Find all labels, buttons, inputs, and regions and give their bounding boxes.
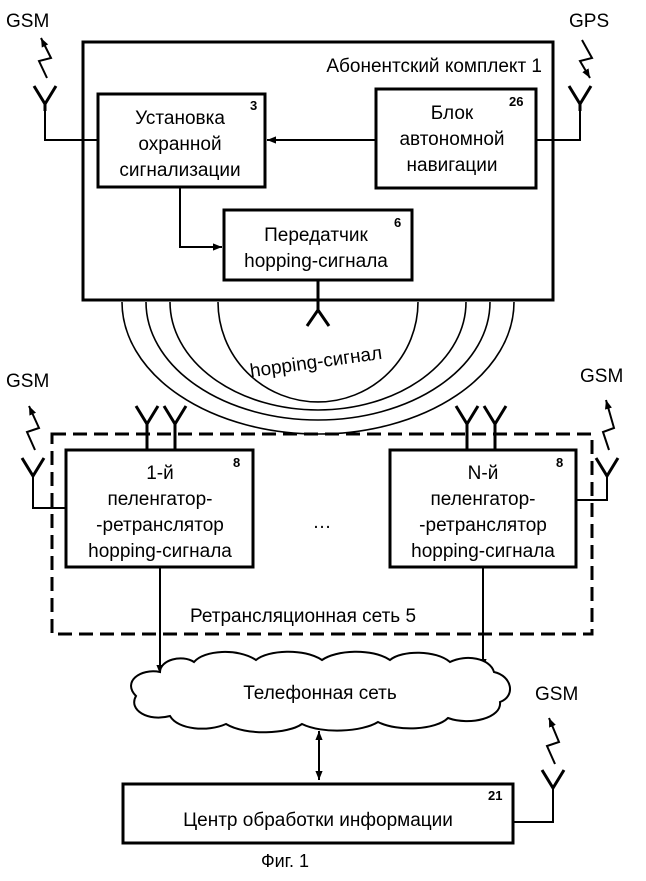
repeater-n: N-й пеленгатор- -ретранслятор hopping-си… [390,450,576,567]
repeater-n-line-4: hopping-сигнала [411,541,555,562]
navigation-unit: Блок автономной навигации 26 [376,89,536,188]
navigation-unit-line-1: Блок [431,103,474,124]
antenna-icon [307,310,329,326]
processing-center: Центр обработки информации 21 [123,784,513,843]
gsm-label-repeater-n: GSM [580,366,623,387]
phone-network: Телефонная сеть [131,652,510,733]
gsm-label-center: GSM [535,684,578,705]
antenna-icon [596,458,618,476]
repeater-1: 1-й пеленгатор- -ретранслятор hopping-си… [66,450,253,567]
phone-network-title: Телефонная сеть [243,683,397,704]
repeater-n-line-1: N-й [468,463,499,484]
repeater-1-line-2: пеленгатор- [108,489,213,510]
antenna-icon [34,86,56,104]
wireless-signal-icon [39,38,51,78]
transmitter-ref: 6 [394,215,401,230]
processing-center-title: Центр обработки информации [183,810,453,831]
alarm-unit-ref: 3 [250,98,257,113]
antenna-icon [456,406,478,424]
alarm-unit-line-3: сигнализации [119,160,240,181]
navigation-unit-line-3: навигации [407,155,498,176]
antenna-icon [542,770,564,788]
repeater-1-line-1: 1-й [146,463,174,484]
navigation-unit-ref: 26 [509,94,523,109]
repeater-1-ref: 8 [233,455,240,470]
gsm-antenna-kit: GSM [6,11,56,111]
antenna-icon [484,406,506,424]
gsm-label-repeater-1: GSM [6,371,49,392]
navigation-unit-line-2: автономной [399,129,504,150]
antenna-icon [136,406,158,424]
transmitter-line-1: Передатчик [264,225,368,246]
gps-antenna: GPS [569,11,609,111]
gsm-label-kit: GSM [6,11,49,32]
alarm-unit-line-2: охранной [138,134,221,155]
wireless-signal-icon [603,400,614,450]
ellipsis: … [313,512,332,533]
repeater-1-line-3: -ретранслятор [96,515,224,536]
repeater-n-df-antennas [456,406,506,450]
transmitter: Передатчик hopping-сигнала 6 [224,210,412,280]
antenna-icon [164,406,186,424]
transmitter-line-2: hopping-сигнала [244,251,388,272]
line-center-to-gsm [513,788,553,822]
repeater-1-line-4: hopping-сигнала [88,541,232,562]
gsm-antenna-repeater-1: GSM [6,371,66,508]
hopping-signal-label: hopping-сигнал [249,343,384,382]
gps-label: GPS [569,11,609,32]
antenna-icon [22,458,44,476]
processing-center-ref: 21 [488,788,502,803]
alarm-unit: Установка охранной сигнализации 3 [98,94,265,187]
gsm-antenna-center: GSM [513,684,578,822]
repeater-n-line-3: -ретранслятор [419,515,547,536]
repeater-n-ref: 8 [556,455,563,470]
wireless-signal-icon [27,406,39,450]
line-repeater-1-to-gsm [33,476,66,508]
subscriber-kit-title: Абонентский комплект 1 [326,56,542,77]
repeater-1-df-antennas [136,406,186,450]
antenna-icon [569,86,591,104]
wireless-signal-icon [547,718,559,764]
wireless-signal-icon [580,40,592,78]
repeater-n-line-2: пеленгатор- [431,489,536,510]
figure-caption: Фиг. 1 [261,851,309,871]
relay-network-title: Ретрансляционная сеть 5 [190,606,416,627]
alarm-unit-line-1: Установка [135,108,225,129]
